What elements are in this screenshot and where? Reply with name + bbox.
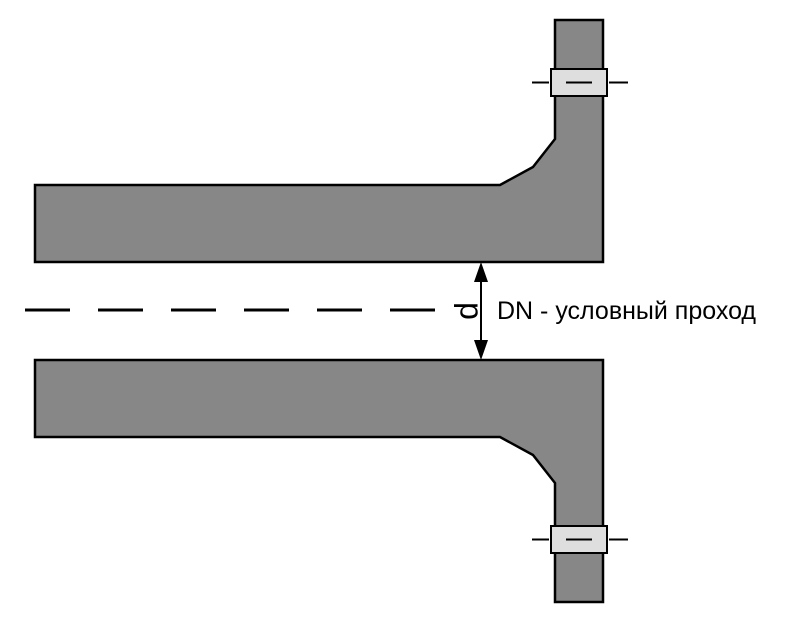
dimension-arrowhead-top [474,262,488,282]
bolt-section-top [550,68,608,97]
dn-annotation: DN - условный проход [497,297,756,325]
bore-dimension: d [448,262,488,360]
pipe-wall-bottom [33,358,605,604]
dimension-arrowhead-bottom [474,340,488,360]
pipe-wall-top [33,18,605,264]
dimension-label: d [448,302,484,320]
